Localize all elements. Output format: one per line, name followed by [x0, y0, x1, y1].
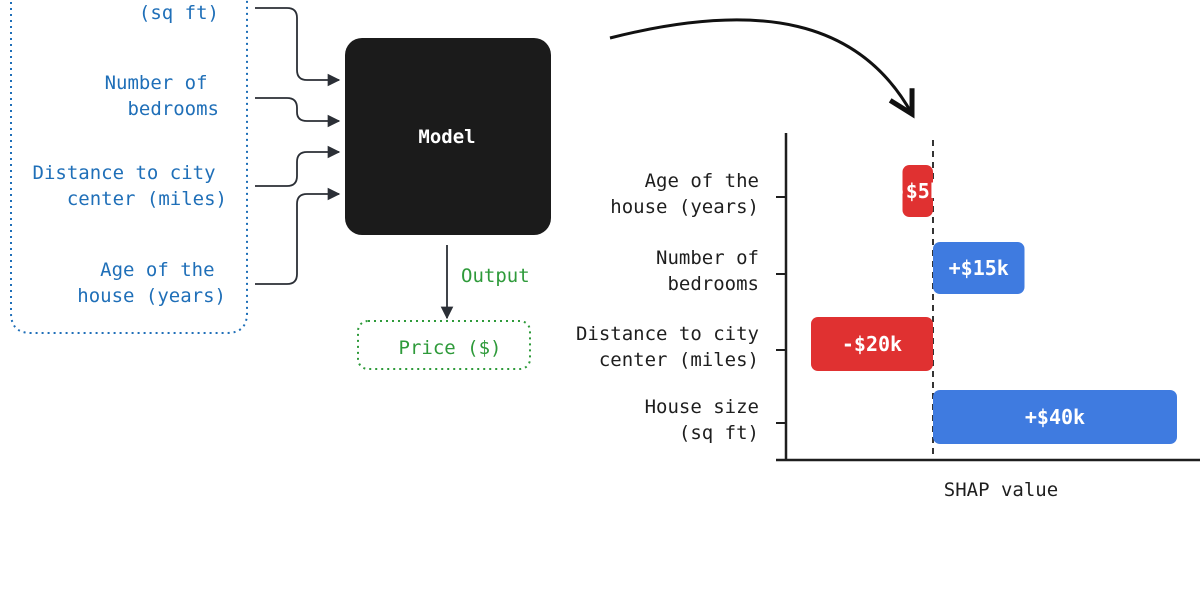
- connector-distance: [255, 145, 341, 187]
- bar-negative: [811, 317, 933, 371]
- bar-value-label: +$15k: [949, 256, 1009, 280]
- output-label: Output: [461, 265, 530, 287]
- bar-value-label: -$5k: [894, 179, 942, 203]
- model-label: Model: [418, 126, 475, 148]
- input-feature-house-size: (sq ft): [139, 2, 219, 24]
- y-ticks: [776, 196, 786, 424]
- connector-bedrooms: [255, 97, 341, 128]
- input-connectors: [255, 7, 341, 285]
- bar-value-label: +$40k: [1025, 405, 1085, 429]
- x-axis-label: SHAP value: [944, 479, 1058, 501]
- input-features-panel: (sq ft) Number of bedrooms Distance to c…: [10, 0, 248, 334]
- bar-value-label: -$20k: [842, 332, 902, 356]
- bar-labels: -$5k +$15k -$20k +$40k: [842, 179, 1085, 429]
- input-panel-border: [10, 0, 248, 334]
- explanation-arrow: [609, 18, 912, 114]
- bar-positive: [933, 242, 1025, 294]
- input-feature-distance: Distance to city center (miles): [33, 162, 227, 210]
- bar-negative: [902, 165, 933, 217]
- price-box: [357, 320, 531, 370]
- connector-house-size: [255, 7, 341, 87]
- input-feature-age: Age of the house (years): [77, 259, 226, 307]
- input-feature-bedrooms: Number of bedrooms: [105, 72, 219, 120]
- connector-age: [255, 187, 341, 285]
- output-section: Output Price ($): [357, 245, 531, 370]
- price-label: Price ($): [399, 337, 502, 359]
- y-tick-label: House size(sq ft): [645, 396, 759, 444]
- model-node: Model: [345, 38, 551, 235]
- bars: [811, 165, 1177, 444]
- bar-positive: [933, 390, 1177, 444]
- model-box: [345, 38, 551, 235]
